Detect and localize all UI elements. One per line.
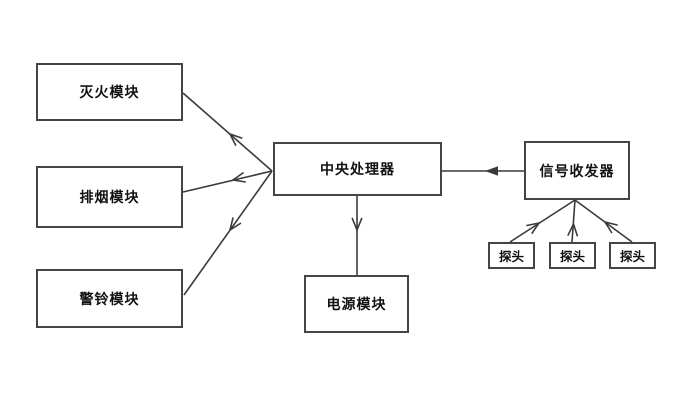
edge-cpu-to-fire-module bbox=[182, 92, 273, 172]
node-label: 排烟模块 bbox=[79, 189, 140, 205]
node-label: 中央处理器 bbox=[320, 161, 395, 177]
node-probe-2: 探头 bbox=[549, 242, 596, 269]
node-label: 信号收发器 bbox=[539, 162, 615, 179]
edge-cpu-to-bell-module bbox=[183, 170, 273, 296]
arrowhead-to-cpu bbox=[485, 166, 498, 176]
node-power-module: 电源模块 bbox=[304, 275, 409, 333]
node-smoke-exhaust-module: 排烟模块 bbox=[36, 166, 183, 228]
node-signal-transceiver: 信号收发器 bbox=[524, 141, 630, 200]
arrowhead-probe1 bbox=[526, 221, 541, 235]
node-label: 警铃模块 bbox=[79, 290, 140, 307]
node-label: 探头 bbox=[498, 250, 524, 264]
node-label: 灭火模块 bbox=[79, 84, 140, 100]
node-fire-extinguishing-module: 灭火模块 bbox=[36, 63, 183, 121]
arrowhead-probe2 bbox=[567, 221, 579, 237]
arrowhead-to-smoke-module bbox=[230, 171, 246, 183]
node-central-processor: 中央处理器 bbox=[273, 142, 442, 196]
arrowhead-to-fire-module bbox=[228, 132, 243, 146]
node-label: 电源模块 bbox=[326, 296, 387, 312]
node-label: 探头 bbox=[619, 250, 645, 264]
arrowhead-probe3 bbox=[603, 220, 618, 234]
edge-probe1-to-transceiver bbox=[509, 199, 576, 243]
arrowhead-to-power-module bbox=[351, 217, 363, 233]
node-alarm-bell-module: 警铃模块 bbox=[36, 269, 183, 328]
node-probe-1: 探头 bbox=[488, 242, 535, 269]
edge-cpu-to-smoke-module bbox=[182, 170, 273, 193]
edge-probe2-to-transceiver bbox=[571, 199, 576, 243]
node-label: 探头 bbox=[559, 250, 585, 264]
node-probe-3: 探头 bbox=[609, 242, 656, 269]
arrowhead-to-bell-module bbox=[228, 217, 242, 232]
